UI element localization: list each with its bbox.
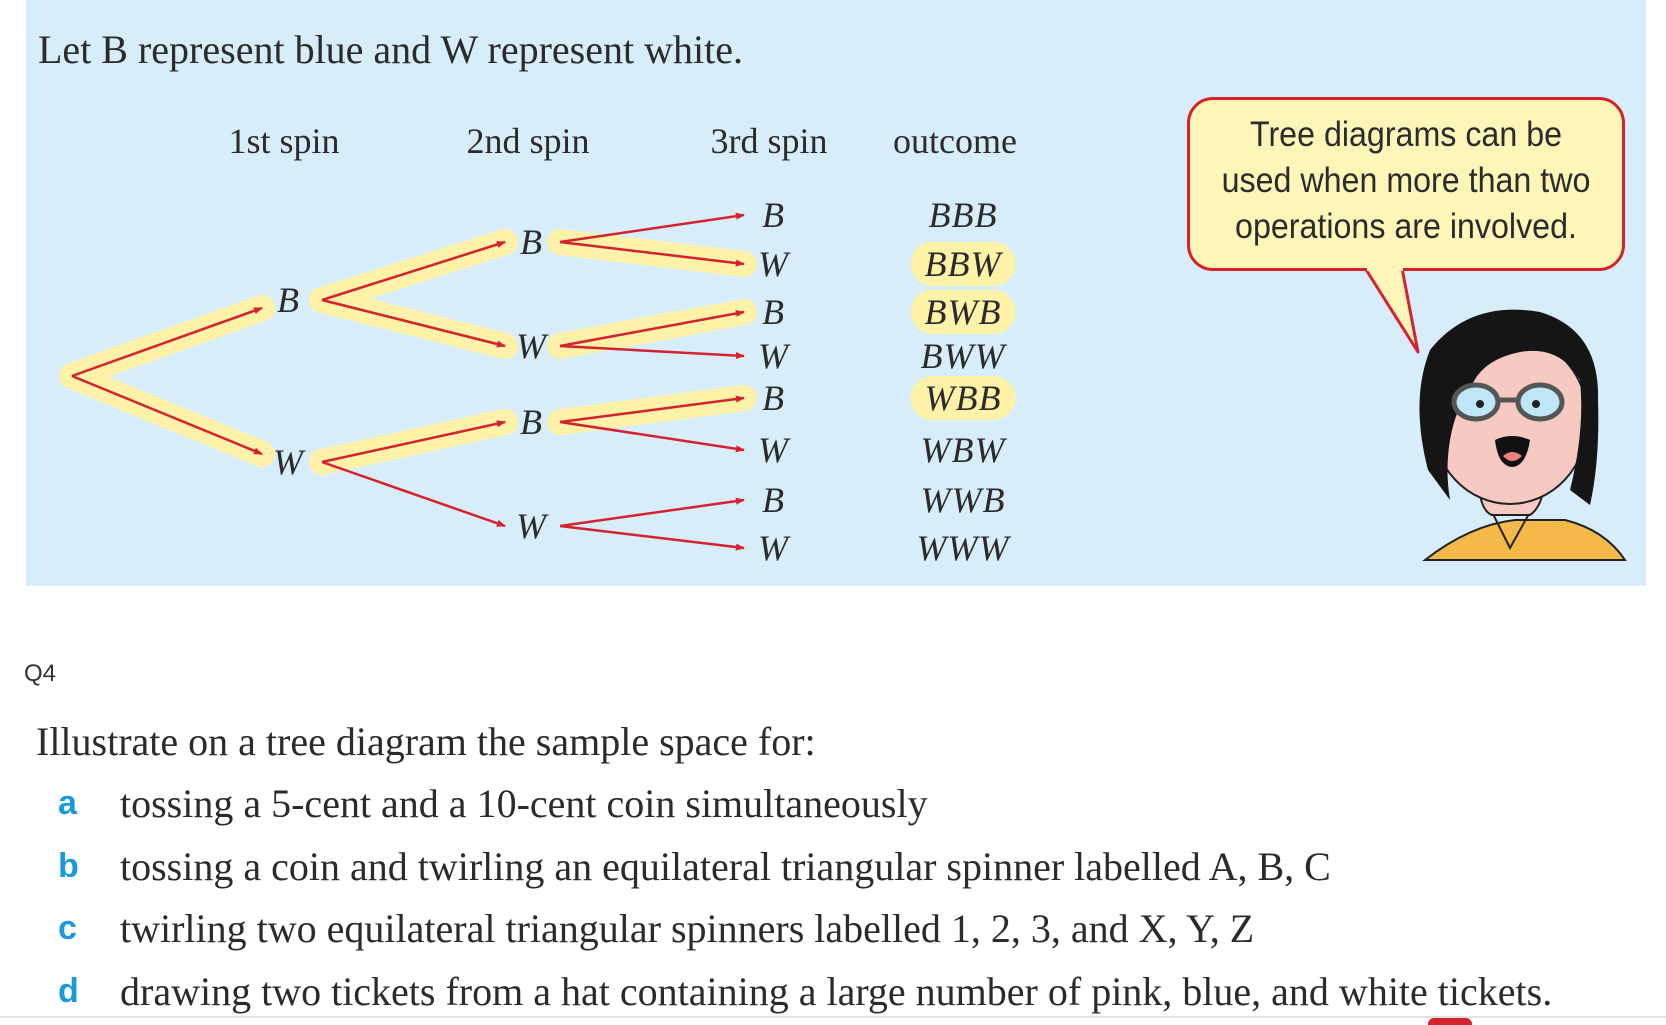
outcome-bbw: BBW (910, 242, 1016, 286)
outcome-wbb: WBB (910, 376, 1016, 420)
tree-node-third-5: B (762, 378, 784, 418)
tree-node-first-w: W (273, 442, 303, 482)
outcome-bww: BWW (920, 336, 1006, 376)
outcome-bwb: BWB (910, 290, 1016, 334)
branch-root-to-w (71, 374, 263, 456)
tree-node-third-4: W (758, 336, 788, 376)
speech-bubble-line-2: used when more than two (1221, 161, 1591, 200)
speech-bubble-line-3: operations are involved. (1235, 207, 1577, 246)
branch-root-to-b (71, 306, 263, 378)
part-letter-a: a (58, 784, 77, 822)
tree-node-third-2: W (758, 244, 788, 284)
bubble-tail-cover (1367, 262, 1403, 271)
branch-l1-1-to-w (321, 460, 506, 528)
header-3rd-spin: 3rd spin (710, 121, 828, 161)
bottom-divider (0, 1016, 1666, 1018)
speech-bubble (1187, 97, 1625, 271)
branch-l2-3-to-w (559, 524, 745, 551)
tree-node-first-b: B (277, 280, 299, 320)
tree-node-second-ww: W (516, 506, 546, 546)
outcome-www: WWW (916, 528, 1010, 568)
part-text-b: tossing a coin and twirling an equilater… (120, 844, 1331, 889)
tree-node-third-7: B (762, 480, 784, 520)
tree-node-second-wb: B (520, 402, 542, 442)
part-text-a: tossing a 5-cent and a 10-cent coin simu… (120, 781, 928, 826)
branch-lines (71, 212, 745, 551)
tree-node-third-8: W (758, 528, 788, 568)
tree-node-third-6: W (758, 430, 788, 470)
part-text-c: twirling two equilateral triangular spin… (120, 906, 1255, 951)
question-prompt: Illustrate on a tree diagram the sample … (36, 719, 816, 764)
part-letter-c: c (58, 909, 77, 947)
question-number: Q4 (24, 660, 57, 687)
branch-l2-1-to-w (559, 344, 745, 360)
part-letter-b: b (58, 847, 79, 885)
bottom-red-tab (1428, 1018, 1472, 1025)
outcome-wbw: WBW (920, 430, 1006, 470)
branch-l1-0-to-b (321, 240, 506, 302)
branch-l1-1-to-b (321, 420, 506, 464)
outcome-bbb: BBB (928, 195, 998, 235)
intro-sentence: Let B represent blue and W represent whi… (38, 27, 743, 72)
tree-node-third-3: B (762, 292, 784, 332)
header-1st-spin: 1st spin (228, 121, 340, 161)
header-2nd-spin: 2nd spin (466, 121, 590, 161)
tree-diagram (59, 212, 1627, 561)
branch-l2-0-to-w (559, 240, 745, 267)
branch-l2-0-to-b (559, 212, 745, 244)
part-letter-d: d (58, 972, 79, 1010)
branch-l1-0-to-w (321, 298, 506, 348)
branch-l2-2-to-b (559, 395, 745, 424)
part-text-d: drawing two tickets from a hat containin… (120, 969, 1553, 1014)
header-outcome: outcome (893, 121, 1017, 161)
character-illustration (1419, 309, 1627, 561)
speech-bubble-text: Tree diagrams can be used when more than… (1207, 112, 1604, 250)
tree-node-third-1: B (762, 195, 784, 235)
outcome-wwb: WWB (920, 480, 1006, 520)
speech-bubble-line-1: Tree diagrams can be (1249, 115, 1563, 154)
branch-l2-1-to-b (559, 309, 745, 348)
branch-l2-3-to-b (559, 497, 745, 528)
tree-node-second-bb: B (520, 222, 542, 262)
branch-l2-2-to-w (559, 420, 745, 453)
tree-node-second-bw: W (516, 326, 546, 366)
